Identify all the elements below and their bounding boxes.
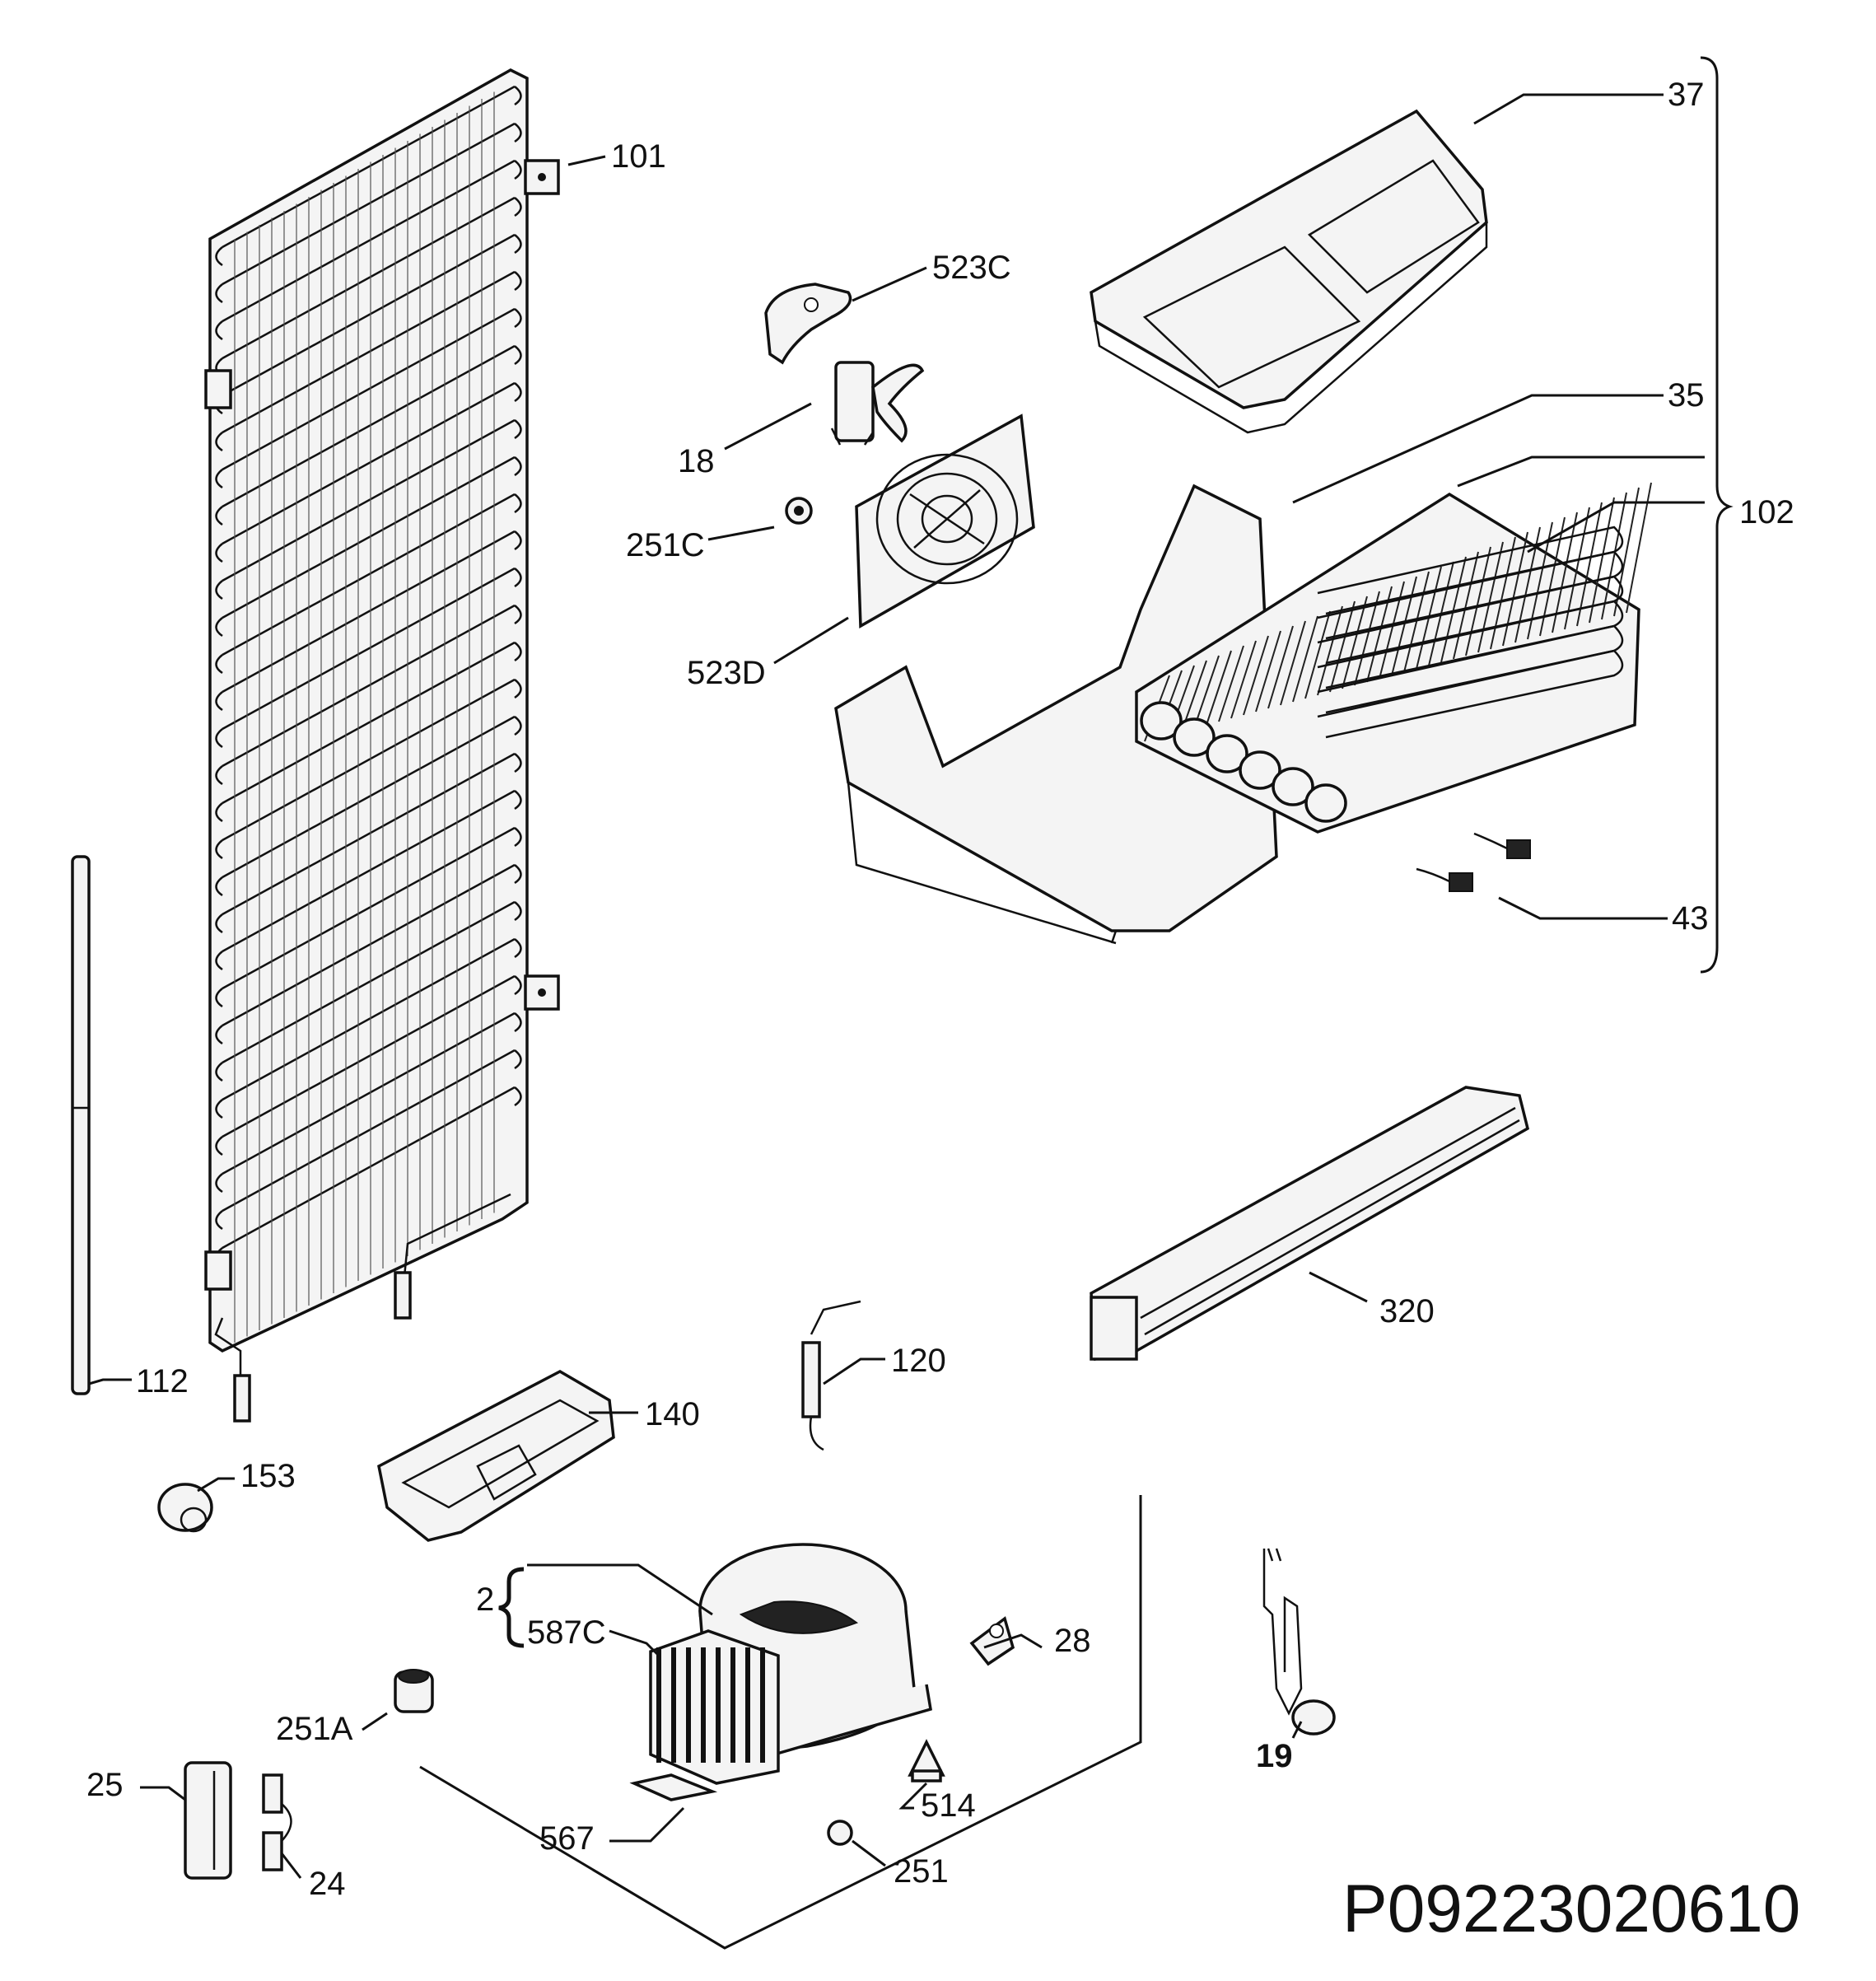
mounting-plate (629, 1773, 718, 1801)
lamp-connector (262, 1773, 292, 1871)
evaporator-cover (1090, 109, 1488, 434)
temperature-sensor (801, 1300, 861, 1451)
label-523d: 523D (687, 655, 766, 691)
evaporator-coil (1135, 482, 1652, 834)
label-19: 19 (1256, 1738, 1293, 1774)
diagram-code: P09223020610 (1342, 1871, 1800, 1946)
assembly-outline-inner (592, 1868, 726, 1950)
compressor-group-brace (498, 1567, 525, 1648)
label-140: 140 (645, 1396, 700, 1432)
label-35: 35 (1668, 377, 1705, 413)
heater-connectors (1416, 832, 1531, 892)
label-251c: 251C (626, 527, 705, 563)
label-320: 320 (1379, 1293, 1435, 1329)
part-labels: 37 101 523C 35 18 102 251C 523D 43 320 1… (86, 77, 1794, 1902)
label-2: 2 (476, 1582, 494, 1618)
label-25: 25 (86, 1767, 124, 1803)
label-24: 24 (309, 1866, 346, 1902)
label-112: 112 (136, 1363, 189, 1399)
door-shelf-rail (1090, 1086, 1530, 1362)
label-153: 153 (240, 1458, 296, 1494)
label-37: 37 (1668, 77, 1705, 113)
fan-motor (830, 361, 925, 446)
fan-nut (785, 497, 813, 525)
label-120: 120 (891, 1343, 946, 1379)
label-567: 567 (539, 1820, 595, 1857)
leader-lines (88, 93, 1705, 1879)
bushing (394, 1669, 434, 1713)
drain-tube (71, 855, 91, 1395)
label-101: 101 (611, 138, 666, 175)
label-18: 18 (678, 443, 715, 479)
label-587c: 587C (527, 1614, 606, 1651)
assembly-bracket-102 (1700, 56, 1734, 974)
label-251: 251 (894, 1853, 949, 1890)
label-43: 43 (1672, 900, 1709, 937)
assembly-outline (419, 1495, 1142, 1950)
condenser (204, 68, 560, 1423)
drip-tray (377, 1370, 615, 1542)
label-514: 514 (921, 1787, 976, 1824)
label-28: 28 (1054, 1623, 1091, 1659)
grommet (157, 1483, 213, 1533)
rubber-foot (908, 1739, 945, 1782)
label-102: 102 (1739, 494, 1794, 530)
thermostat-housing (184, 1761, 232, 1880)
starter-relay (649, 1629, 780, 1785)
fan-motor-bracket (764, 283, 852, 365)
power-cord (1262, 1548, 1336, 1736)
fan-grille-plate (855, 413, 1035, 628)
compressor-clip (969, 1616, 1015, 1666)
evaporator-housing (834, 484, 1278, 945)
label-251a: 251A (276, 1711, 353, 1747)
label-523c: 523C (932, 250, 1011, 286)
compressor-nut (827, 1820, 853, 1846)
